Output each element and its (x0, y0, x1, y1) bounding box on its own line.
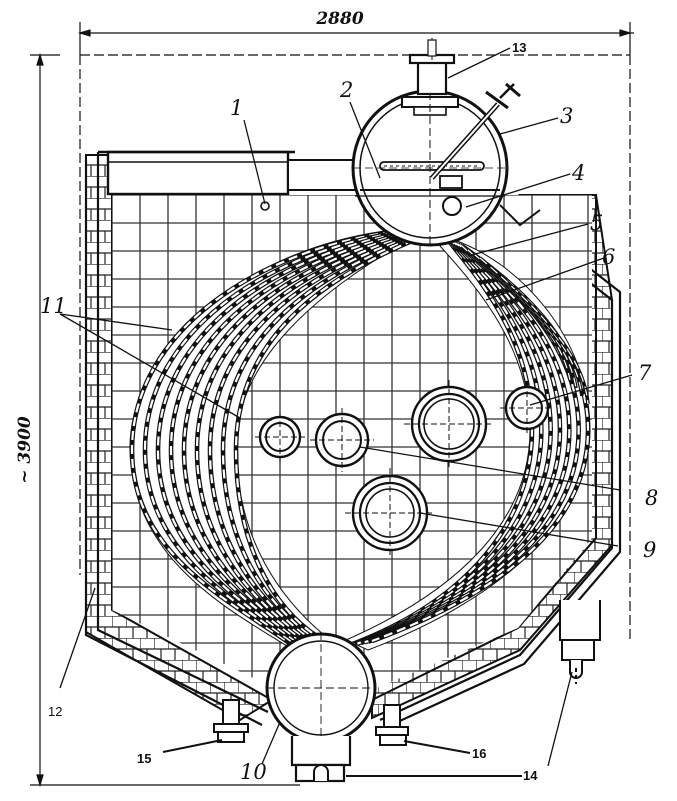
callout-9: 9 (643, 538, 656, 562)
callout-10: 10 (240, 760, 267, 784)
callout-11: 11 (40, 294, 67, 318)
lower-mud-drum (265, 632, 377, 783)
callout-7: 7 (638, 361, 652, 385)
right-screen-tube-bundle (344, 237, 591, 651)
callout-8: 8 (645, 486, 658, 510)
callout-3: 3 (560, 104, 573, 128)
height-dimension-label: ~ 3900 (15, 416, 35, 484)
callout-5: 5 (590, 211, 603, 235)
outer-casing-outline (79, 54, 631, 640)
burner-ports (255, 201, 554, 558)
width-dimension (77, 22, 634, 55)
callout-12: 12 (48, 704, 62, 719)
callout-4: 4 (571, 161, 585, 185)
width-dimension-label: 2880 (315, 9, 363, 29)
callout-1: 1 (230, 96, 243, 120)
callout-2: 2 (339, 78, 353, 102)
support-feet (213, 600, 601, 746)
leader-lines (59, 47, 633, 777)
callout-13: 13 (512, 40, 526, 55)
left-screen-tube-bundle (129, 229, 415, 650)
callout-6: 6 (602, 245, 615, 269)
callout-14: 14 (523, 768, 538, 783)
callout-15: 15 (137, 751, 151, 766)
callout-16: 16 (472, 746, 486, 761)
height-dimension (30, 52, 300, 788)
